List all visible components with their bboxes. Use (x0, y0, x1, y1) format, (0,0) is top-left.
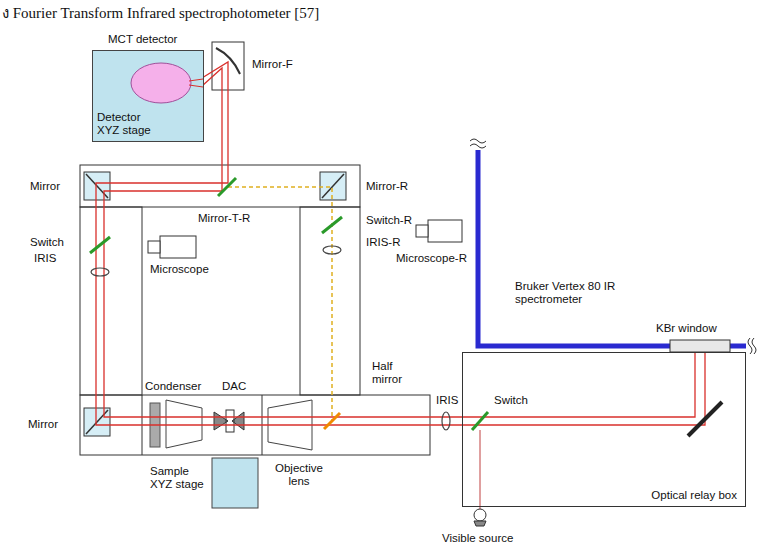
break-mark (470, 139, 486, 148)
mirror-symbol (84, 408, 110, 436)
part-label: Visible source (442, 532, 513, 545)
detector-element (93, 51, 203, 111)
relay-mirror (688, 402, 722, 436)
part-label: Mirror-T-R (198, 212, 250, 225)
switch-mirror (90, 237, 110, 253)
part-label: Switch-R (366, 214, 412, 227)
iris-symbol (323, 246, 341, 254)
condenser-lens (166, 400, 202, 448)
diamond-anvil-cell (214, 412, 244, 430)
detector-stage-box: Detector XYZ stage (92, 50, 204, 142)
part-label: Switch (494, 394, 528, 407)
switch-mirror (218, 178, 236, 196)
mirror-symbol (84, 172, 110, 200)
part-label: Mirror (30, 180, 60, 193)
switch-mirror (472, 412, 488, 430)
microscope-camera (428, 220, 462, 242)
lamp-base (474, 521, 486, 526)
break-mark (748, 338, 756, 354)
part-label: Mirror-R (366, 180, 408, 193)
relay-box: Optical relay box (462, 352, 746, 507)
part-label: IRIS-R (366, 236, 401, 249)
microscope-lens (148, 241, 160, 253)
microscope-lens (416, 225, 428, 237)
box-label: Detector XYZ stage (97, 111, 159, 137)
ir-beam (189, 79, 203, 87)
spectrometer-outline (478, 150, 746, 346)
part-label: Condenser (145, 380, 201, 393)
part-label: Sample XYZ stage (150, 465, 208, 491)
mirror-face (322, 174, 344, 198)
part-label: Switch (30, 236, 64, 249)
part-label: Microscope (150, 263, 209, 276)
part-label: Objective lens (268, 462, 330, 488)
part-label: Microscope-R (396, 252, 467, 265)
frame-top (80, 165, 360, 207)
part-label: DAC (222, 380, 246, 393)
instrument-label: Bruker Vertex 80 IR spectrometer (515, 280, 630, 306)
iris-symbol (442, 412, 450, 430)
microscope-camera (160, 236, 196, 258)
sample-stage (212, 458, 258, 508)
frame-left (80, 207, 142, 395)
part-label: IRIS (436, 394, 458, 407)
half-mirror (324, 413, 340, 429)
mirror-symbol (320, 172, 346, 200)
mirror-face (86, 174, 108, 198)
switch-mirror (322, 217, 342, 233)
part-label: MCT detector (108, 33, 177, 46)
part-label: Half mirror (372, 360, 416, 386)
part-label: IRIS (34, 252, 56, 265)
part-label: Mirror-F (252, 58, 293, 71)
box-label: Optical relay box (651, 489, 737, 502)
mirror-face (86, 410, 108, 434)
kbr-window (670, 340, 730, 352)
part-label: KBr window (656, 322, 717, 335)
figure-caption: ง Fourier Transform Infrared spectrophot… (2, 4, 319, 22)
part-label: Mirror (28, 418, 58, 431)
visible-beam (480, 430, 481, 509)
iris-symbol (91, 268, 109, 276)
mct-detector (131, 63, 191, 103)
lamp-symbol (474, 509, 486, 521)
frame-right (300, 207, 360, 395)
diamond-anvil-cell (226, 410, 234, 432)
